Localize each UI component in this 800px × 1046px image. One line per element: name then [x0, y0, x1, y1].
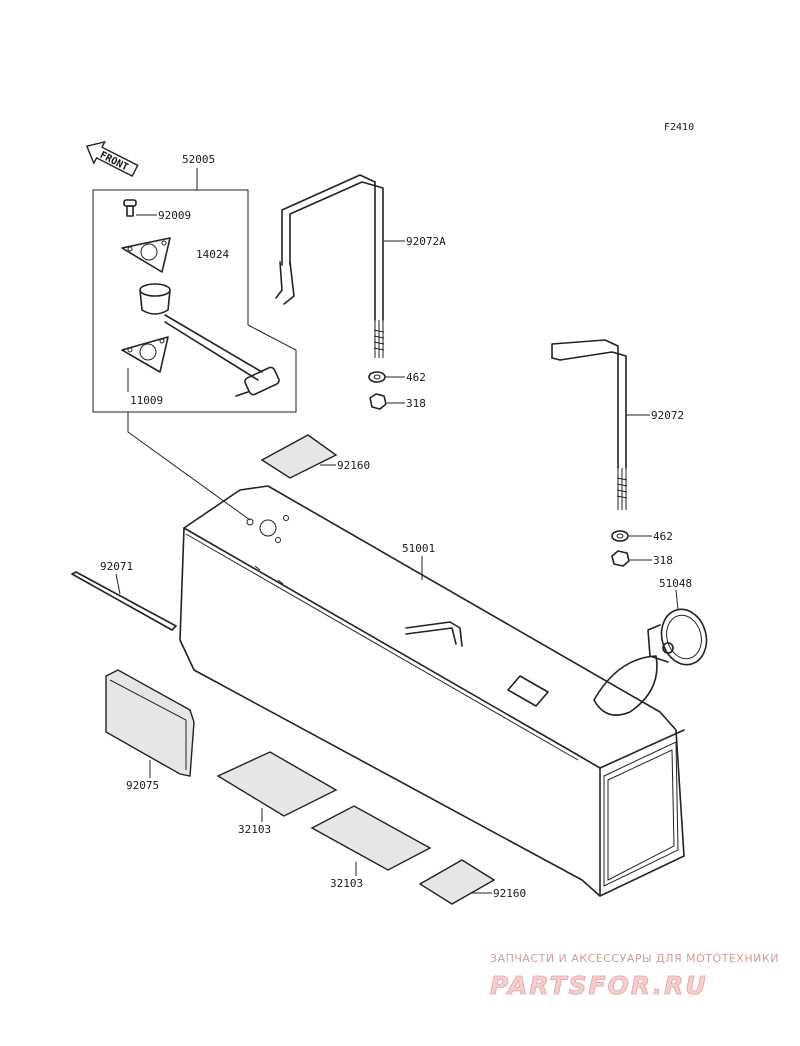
label-92072: 92072 — [651, 409, 684, 422]
label-92009: 92009 — [158, 209, 191, 222]
label-92071: 92071 — [100, 560, 133, 573]
label-318-b: 318 — [653, 554, 673, 567]
label-92160-a: 92160 — [337, 459, 370, 472]
label-51001: 51001 — [402, 542, 435, 555]
label-92072A: 92072A — [406, 235, 446, 248]
label-462-a: 462 — [406, 371, 426, 384]
label-11009: 11009 — [130, 394, 163, 407]
pad-32103-icon — [310, 805, 432, 871]
label-52005: 52005 — [182, 153, 215, 166]
front-arrow-icon: FRONT — [85, 140, 139, 177]
label-318-a: 318 — [406, 397, 426, 410]
pad-92160-icon — [260, 434, 338, 479]
diagram-code: F2410 — [664, 122, 694, 133]
fuel-cap-51048-icon — [647, 608, 708, 666]
label-462-b: 462 — [653, 530, 673, 543]
label-32103-b: 32103 — [330, 877, 363, 890]
nut-318-icon — [369, 393, 387, 410]
washer-462-icon — [368, 371, 386, 383]
strip-92071-icon — [71, 571, 177, 631]
gasket-14024-icon — [121, 237, 171, 273]
pump-assembly-outline — [92, 168, 297, 413]
strap-92072-icon — [551, 339, 628, 510]
fuel-pump-icon — [139, 283, 280, 397]
watermark-logo: PARTSFOR.RU — [490, 971, 708, 1000]
label-14024: 14024 — [196, 248, 229, 261]
gasket-11009-icon — [121, 336, 169, 373]
label-92075: 92075 — [126, 779, 159, 792]
bolt-92009-icon — [123, 199, 137, 217]
pad-92160-icon — [418, 859, 496, 905]
strap-92072a-icon — [275, 174, 385, 358]
pad-92075-icon — [105, 669, 195, 777]
fuel-tank-51001-icon — [179, 485, 685, 897]
pad-32103-icon — [216, 751, 338, 817]
label-51048: 51048 — [659, 577, 692, 590]
label-92160-b: 92160 — [493, 887, 526, 900]
washer-462-icon — [611, 530, 629, 542]
nut-318-icon — [611, 550, 630, 567]
watermark-tagline: ЗАПЧАСТИ И АКСЕССУАРЫ ДЛЯ МОТОТЕХНИКИ — [490, 952, 779, 965]
label-32103-a: 32103 — [238, 823, 271, 836]
